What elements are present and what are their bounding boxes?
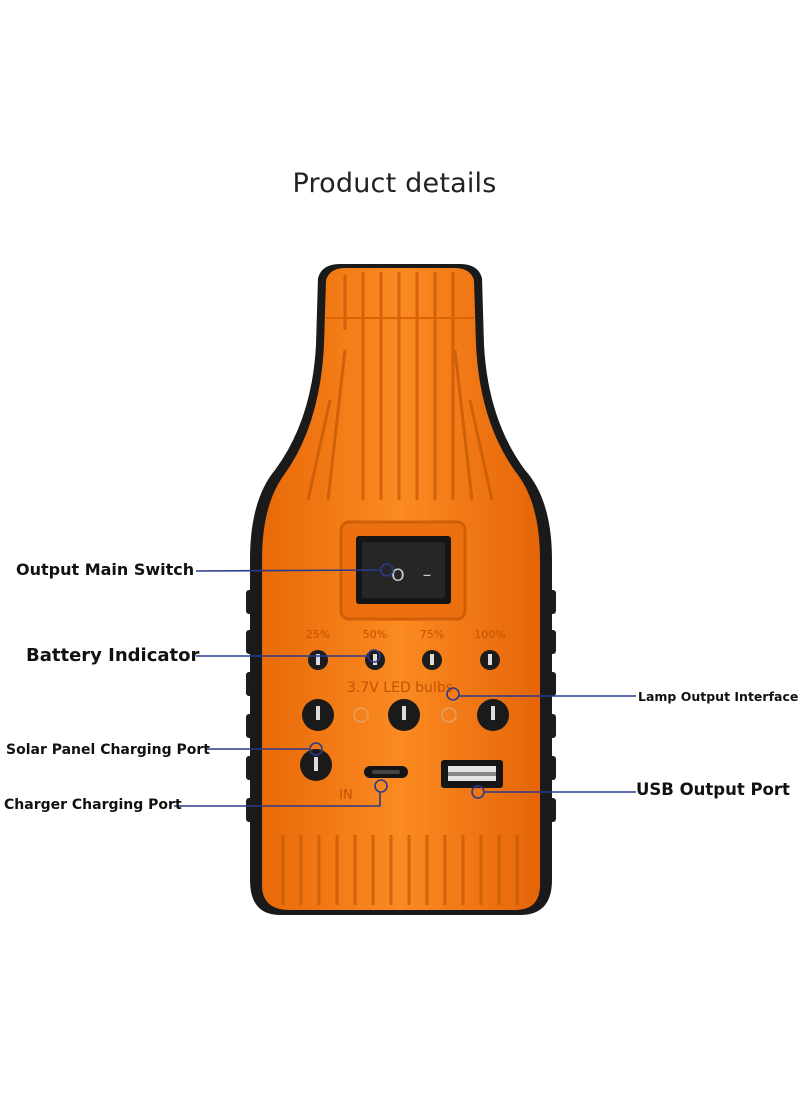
- switch-on-symbol: O: [391, 566, 404, 586]
- callout-usb-output-port: USB Output Port: [636, 780, 790, 799]
- bulb-icons: [353, 707, 457, 723]
- callout-lamp-output-interface: Lamp Output Interface: [638, 689, 799, 704]
- battery-leds: [308, 650, 500, 670]
- callout-solar-panel-charging-port: Solar Panel Charging Port: [6, 742, 210, 758]
- charger-port[interactable]: [364, 766, 408, 778]
- callout-output-main-switch: Output Main Switch: [16, 560, 195, 579]
- lamp-voltage-label: 3.7V LED bulbs: [347, 680, 453, 696]
- battery-level-25: 25%: [306, 628, 330, 641]
- leader-lines: [174, 563, 636, 807]
- callout-charger-charging-port: Charger Charging Port: [4, 797, 182, 813]
- battery-level-50: 50%: [363, 628, 387, 641]
- page-title: Product details: [292, 168, 497, 199]
- battery-level-100: 100%: [474, 628, 505, 641]
- top-ribs: [306, 272, 494, 501]
- usb-output-port[interactable]: [441, 760, 503, 788]
- callout-battery-indicator: Battery Indicator: [26, 645, 200, 666]
- battery-level-75: 75%: [420, 628, 444, 641]
- solar-panel-port[interactable]: [300, 749, 332, 781]
- lamp-output-ports[interactable]: [302, 699, 509, 731]
- input-label: IN: [339, 788, 353, 803]
- switch-off-symbol: –: [423, 565, 432, 585]
- main-switch[interactable]: O –: [339, 520, 467, 621]
- bottom-ribs: [281, 835, 519, 905]
